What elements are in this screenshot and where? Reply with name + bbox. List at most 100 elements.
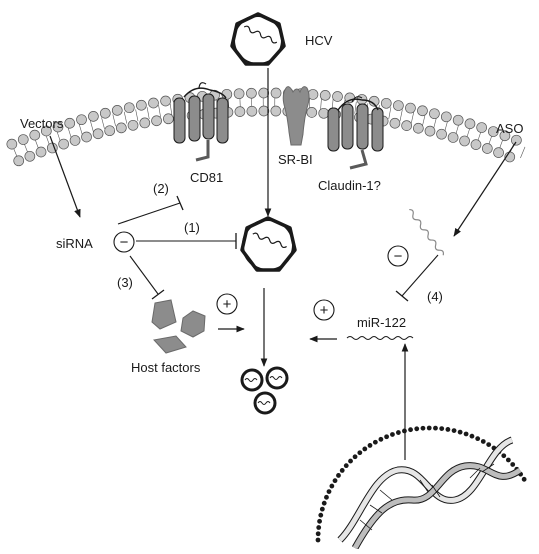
nuclear-pore-dot	[433, 426, 438, 431]
lipid-head	[77, 115, 87, 125]
claudin-1-label: Claudin-1?	[318, 178, 381, 193]
sr-bi-receptor	[283, 87, 309, 145]
lipid-head	[88, 111, 98, 121]
lipid-head	[100, 108, 110, 118]
inhibition-host-factors	[130, 256, 164, 299]
lipid-head	[161, 96, 171, 106]
aso-strand	[399, 209, 454, 256]
lipid-head	[105, 126, 115, 136]
hcv-label: HCV	[305, 33, 333, 48]
nuclear-pore-dot	[414, 426, 419, 431]
nuclear-pore-dot	[336, 473, 341, 478]
lipid-head	[25, 151, 35, 161]
lipid-head	[393, 101, 403, 111]
lipid-head	[402, 121, 412, 131]
lipid-head	[259, 88, 269, 98]
sirna-minus-sign: −	[114, 232, 134, 252]
nuclear-pore-dot	[333, 478, 338, 483]
lipid-head	[116, 123, 126, 133]
nuclear-pore-dot	[373, 440, 378, 445]
lipid-head	[124, 103, 134, 113]
nuclear-pore-dot	[316, 538, 321, 543]
nuclear-pore-dot	[390, 432, 395, 437]
lipid-head	[7, 139, 17, 149]
lipid-head	[152, 116, 162, 126]
lipid-head	[437, 129, 447, 139]
nuclear-pore-dot	[320, 507, 325, 512]
progeny-virions	[242, 368, 287, 413]
aso-minus-sign: −	[388, 246, 408, 266]
nuclear-pore-dot	[510, 462, 515, 467]
nuclear-pore-dot	[506, 458, 511, 463]
mir-122-label: miR-122	[357, 315, 406, 330]
nuclear-pore-dot	[421, 426, 426, 431]
lipid-head	[30, 130, 40, 140]
nuclear-pore-dot	[344, 463, 349, 468]
lipid-head	[235, 107, 245, 117]
lipid-head	[482, 144, 492, 154]
lipid-head	[425, 126, 435, 136]
lipid-head	[307, 107, 317, 117]
lipid-head	[271, 106, 281, 116]
aso-arrow	[454, 142, 516, 236]
lipid-head	[319, 108, 329, 118]
step-1-label: (1)	[184, 220, 200, 235]
lipid-head	[148, 98, 158, 108]
nuclear-pore-dot	[329, 484, 334, 489]
sirna-label: siRNA	[56, 236, 93, 251]
lipid-head	[448, 132, 458, 142]
lipid-head	[381, 98, 391, 108]
vectors-label: Vectors	[20, 116, 64, 131]
lipid-head	[140, 118, 150, 128]
nuclear-pore-dot	[322, 501, 327, 506]
nuclear-pore-dot	[439, 426, 444, 431]
lipid-head	[247, 106, 257, 116]
nuclear-pore-dot	[348, 459, 353, 464]
cd81-label: CD81	[190, 170, 223, 185]
svg-text:−: −	[394, 248, 403, 265]
nuclear-pore-dot	[316, 525, 321, 530]
lipid-head	[246, 88, 256, 98]
lipid-head	[429, 109, 439, 119]
lipid-head	[511, 135, 521, 145]
lipid-head	[65, 118, 75, 128]
host-factor-shapes	[152, 300, 205, 353]
lipid-head	[471, 140, 481, 150]
nuclear-pore-dot	[324, 495, 329, 500]
lipid-head	[460, 136, 470, 146]
nuclear-pore-dot	[464, 432, 469, 437]
nuclear-pore-dot	[486, 442, 491, 447]
lipid-head	[18, 135, 28, 145]
nuclear-pore-dot	[475, 436, 480, 441]
lipid-head	[441, 112, 451, 122]
lipid-head	[14, 156, 24, 166]
lipid-head	[234, 89, 244, 99]
nuclear-pore-dot	[452, 428, 457, 433]
svg-text:−: −	[120, 234, 129, 251]
nuclear-pore-dot	[501, 453, 506, 458]
hcv-virion-intracellular	[242, 218, 295, 270]
lipid-head	[332, 91, 342, 101]
nuclear-pore-dot	[353, 454, 358, 459]
nuclear-pore-dot	[402, 429, 407, 434]
lipid-head	[93, 129, 103, 139]
nuclear-pore-dot	[384, 434, 389, 439]
lipid-head	[453, 115, 463, 125]
lipid-head	[259, 106, 269, 116]
nuclear-pore-dot	[379, 437, 384, 442]
mir-122-plus-sign: +	[314, 300, 334, 320]
lipid-head	[320, 90, 330, 100]
nuclear-pore-dot	[340, 468, 345, 473]
lipid-head	[271, 88, 281, 98]
step-3-label: (3)	[117, 275, 133, 290]
nuclear-pore-dot	[368, 443, 373, 448]
lipid-head	[477, 123, 487, 133]
lipid-head	[413, 123, 423, 133]
nuclear-pore-dot	[327, 489, 332, 494]
hcv-virion-extracellular	[232, 14, 284, 64]
cell-membrane	[7, 88, 525, 166]
nuclear-pore-dot	[446, 427, 451, 432]
nuclear-pore-dot	[481, 439, 486, 444]
mir-122-strand	[347, 337, 413, 340]
